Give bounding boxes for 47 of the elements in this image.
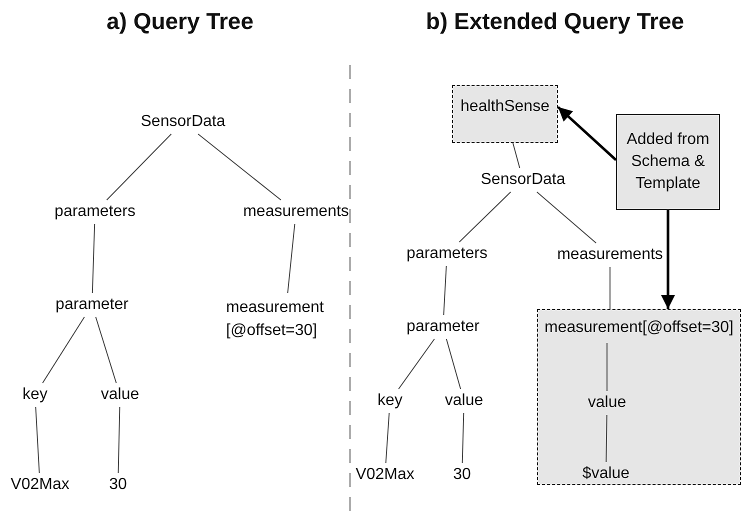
tree-node-label: parameter bbox=[56, 296, 128, 314]
tree-node-label: V02Max bbox=[356, 466, 414, 484]
tree-line bbox=[512, 142, 520, 168]
tree-node-label: parameter bbox=[406, 318, 480, 336]
tree-node-label: measurement [@offset=30] bbox=[226, 296, 344, 342]
tree-node-label: V02Max bbox=[10, 476, 70, 494]
added-node-box bbox=[452, 85, 558, 143]
panel-title: b) Extended Query Tree bbox=[426, 8, 684, 35]
tree-node-label: value bbox=[100, 386, 140, 404]
added-node-box bbox=[537, 309, 741, 485]
tree-node-label: key bbox=[378, 392, 402, 410]
tree-line bbox=[606, 414, 608, 462]
tree-line bbox=[198, 134, 282, 200]
tree-node-label: measurements bbox=[243, 203, 349, 221]
tree-line bbox=[287, 224, 296, 294]
tree-line bbox=[606, 342, 608, 392]
tree-node-label: 30 bbox=[109, 476, 127, 494]
tree-line bbox=[42, 316, 85, 384]
tree-node-label: 30 bbox=[453, 466, 471, 484]
tree-node-label: value bbox=[444, 392, 484, 410]
arrow bbox=[557, 106, 617, 161]
tree-node-label: measurements bbox=[557, 246, 663, 264]
tree-node-label: $value bbox=[582, 465, 630, 483]
tree-line bbox=[95, 316, 117, 384]
node-label: healthSense bbox=[460, 98, 550, 116]
tree-line bbox=[92, 224, 96, 294]
tree-line bbox=[462, 412, 464, 464]
arrow bbox=[661, 210, 675, 309]
tree-node-label: value bbox=[588, 394, 626, 412]
tree-line bbox=[106, 134, 172, 200]
panel-title: a) Query Tree bbox=[106, 8, 254, 35]
tree-node-label: parameters bbox=[406, 245, 488, 263]
tree-node-label: parameters bbox=[54, 203, 136, 221]
tree-line bbox=[398, 338, 435, 390]
note-box bbox=[616, 114, 720, 210]
tree-node-label: key bbox=[22, 386, 48, 404]
tree-line bbox=[118, 406, 120, 474]
node-label: measurement[@offset=30] bbox=[544, 319, 734, 337]
tree-line bbox=[446, 338, 462, 390]
note-text: Added from Schema & Template bbox=[626, 130, 710, 194]
tree-line bbox=[536, 192, 597, 244]
tree-node-label: SensorData bbox=[480, 171, 566, 189]
tree-line bbox=[443, 266, 447, 316]
tree-line bbox=[35, 406, 40, 474]
tree-node-label: SensorData bbox=[140, 113, 226, 131]
tree-line bbox=[385, 412, 390, 464]
tree-line bbox=[458, 192, 512, 242]
